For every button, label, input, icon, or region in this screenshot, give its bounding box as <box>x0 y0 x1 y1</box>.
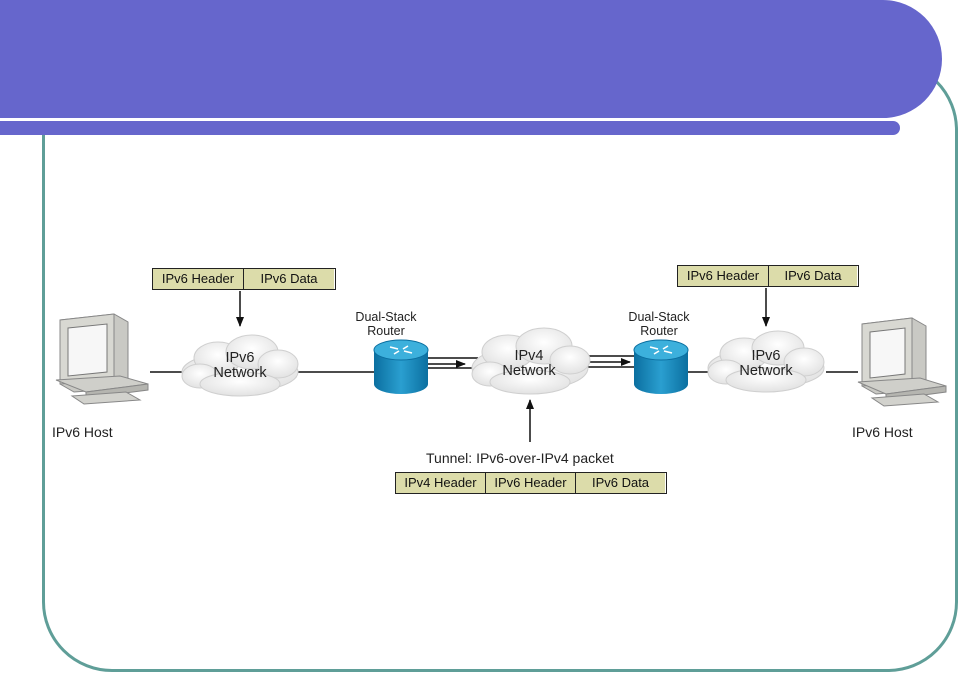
title-divider <box>0 118 895 121</box>
tunnel-label: Tunnel: IPv6-over-IPv4 packet <box>426 450 614 466</box>
router-left-label: Dual-Stack Router <box>346 310 426 338</box>
cloud-left-line2: Network <box>213 365 267 381</box>
router-left-line2: Router <box>367 324 405 338</box>
tunnel-link-left <box>428 357 478 369</box>
packet-left-header: IPv6 Header <box>153 269 243 289</box>
router-left-icon <box>373 339 429 394</box>
router-right-line2: Router <box>640 324 678 338</box>
cloud-right-line2: Network <box>739 363 793 379</box>
packet-tunnel-ipv4-header: IPv4 Header <box>396 473 485 493</box>
cloud-left-label: IPv6 Network <box>200 351 280 381</box>
tunnel-link-right <box>584 355 636 368</box>
cloud-right-line1: IPv6 <box>751 348 781 364</box>
cloud-right-label: IPv6 Network <box>726 349 806 379</box>
packet-right-data: IPv6 Data <box>768 266 857 286</box>
cloud-mid-icon <box>471 327 591 395</box>
host-right-label: IPv6 Host <box>852 424 913 440</box>
host-left-label: IPv6 Host <box>52 424 113 440</box>
packet-right: IPv6 Header IPv6 Data <box>677 265 859 287</box>
packet-right-header: IPv6 Header <box>678 266 768 286</box>
router-right-label: Dual-Stack Router <box>619 310 699 338</box>
router-left-line1: Dual-Stack <box>355 310 417 324</box>
cloud-left-icon <box>181 334 299 397</box>
packet-tunnel-ipv6-data: IPv6 Data <box>575 473 665 493</box>
packet-left: IPv6 Header IPv6 Data <box>152 268 336 290</box>
cloud-mid-line2: Network <box>502 363 556 379</box>
title-bar <box>0 0 942 118</box>
title-underbar <box>0 121 900 135</box>
packet-left-data: IPv6 Data <box>243 269 334 289</box>
cloud-mid-label: IPv4 Network <box>489 349 569 379</box>
cloud-left-line1: IPv6 <box>225 350 255 366</box>
cloud-right-icon <box>707 330 825 393</box>
cloud-mid-line1: IPv4 <box>514 348 544 364</box>
host-left-computer-icon <box>55 313 149 405</box>
packet-tunnel-ipv6-header: IPv6 Header <box>485 473 575 493</box>
host-right-computer-icon <box>857 317 947 407</box>
packet-tunnel: IPv4 Header IPv6 Header IPv6 Data <box>395 472 667 494</box>
router-right-icon <box>633 339 689 394</box>
router-right-line1: Dual-Stack <box>628 310 690 324</box>
